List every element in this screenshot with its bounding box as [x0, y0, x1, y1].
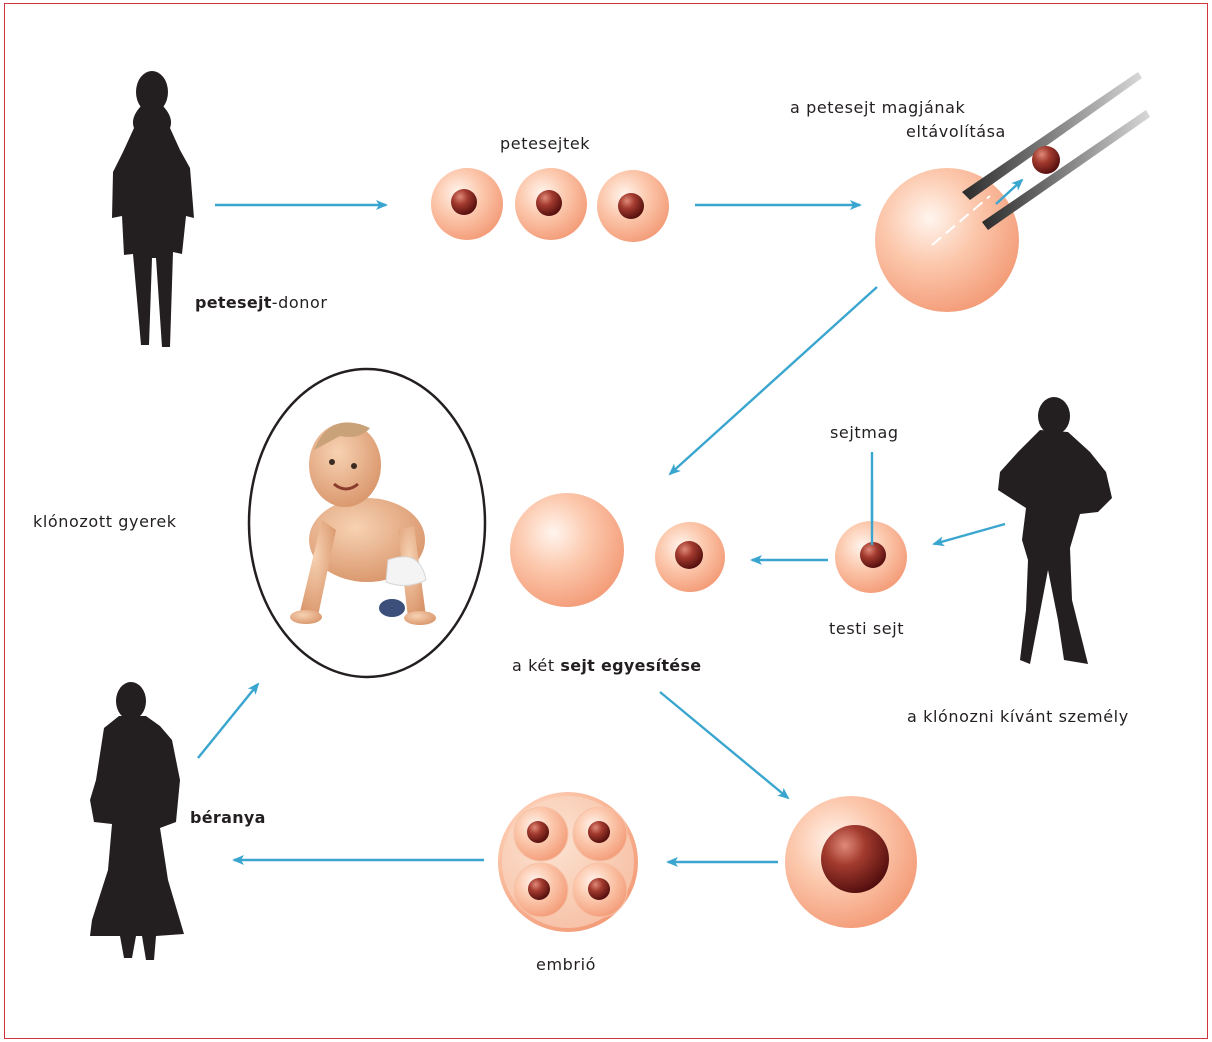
fusion-label: a két sejt egyesítése [512, 656, 701, 676]
arrow-enucleated-to-fusion [670, 287, 877, 474]
somatic-cell-label: testi sejt [829, 619, 904, 639]
egg-donor-silhouette [112, 71, 194, 347]
embryo-4-cell [498, 792, 638, 932]
arrow-person-to-somatic [934, 524, 1005, 544]
cloned-child-label: klónozott gyerek [33, 512, 177, 532]
somatic-cell [835, 452, 907, 593]
arrow-surrogate-to-child [198, 684, 258, 758]
egg-donor-label-bold: petesejt [195, 293, 272, 312]
embryo-label: embrió [536, 955, 596, 975]
nucleus-label: sejtmag [830, 423, 899, 443]
egg-cells [431, 168, 669, 242]
reconstructed-zygote [785, 796, 917, 928]
fusion-label-prefix: a két [512, 656, 560, 675]
surrogate-silhouette [90, 682, 184, 960]
enucleation-label-line2: eltávolítása [906, 122, 1006, 142]
fusion-cells [510, 493, 725, 607]
enucleated-egg [875, 168, 1019, 312]
enucleation-label-line1: a petesejt magjának [790, 98, 965, 118]
egg-donor-label-rest: -donor [272, 293, 328, 312]
person-to-clone-silhouette [998, 397, 1112, 664]
person-to-clone-label: a klónozni kívánt személy [907, 707, 1129, 727]
eggs-label: petesejtek [500, 134, 590, 154]
egg-donor-label: petesejt-donor [195, 293, 328, 313]
surrogate-label: béranya [190, 808, 266, 828]
arrow-fusion-to-zygote [660, 692, 788, 798]
fusion-label-bold: sejt egyesítése [560, 656, 701, 675]
